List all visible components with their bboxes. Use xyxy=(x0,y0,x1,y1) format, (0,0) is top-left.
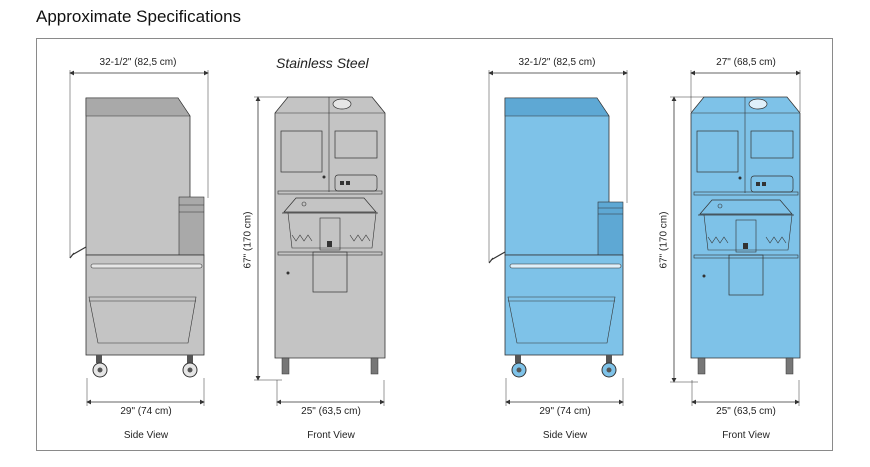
height-dimension-label: 67" (170 cm) xyxy=(242,211,254,269)
dimension-label: 25" (63,5 cm) xyxy=(301,406,361,417)
view-caption: Side View xyxy=(123,430,169,441)
view-caption: Front View xyxy=(722,430,770,441)
view-caption: Front View xyxy=(307,430,355,441)
view-caption: Side View xyxy=(542,430,588,441)
front-machine-body-blue xyxy=(690,96,801,375)
dimension-label: 29" (74 cm) xyxy=(539,406,591,417)
blue-side-view xyxy=(488,70,628,406)
dimension-label: 25" (63,5 cm) xyxy=(716,406,776,417)
finish-label-stainless: Stainless Steel xyxy=(276,55,369,71)
dimension-label: 27" (68,5 cm) xyxy=(716,57,776,68)
dimension-label: 29" (74 cm) xyxy=(120,406,172,417)
front-machine-body xyxy=(274,96,386,375)
dimension-label: 32-1/2" (82,5 cm) xyxy=(518,57,596,68)
page-title: Approximate Specifications xyxy=(36,7,242,26)
side-machine-body xyxy=(69,97,205,378)
dimension-label: 32-1/2" (82,5 cm) xyxy=(99,57,177,68)
height-dimension-label: 67" (170 cm) xyxy=(658,211,670,269)
side-machine-body-blue xyxy=(488,97,624,378)
stainless-side-view xyxy=(69,70,209,406)
specifications-frame xyxy=(36,38,833,451)
stainless-front-view xyxy=(254,96,386,406)
blue-front-view xyxy=(670,70,801,406)
